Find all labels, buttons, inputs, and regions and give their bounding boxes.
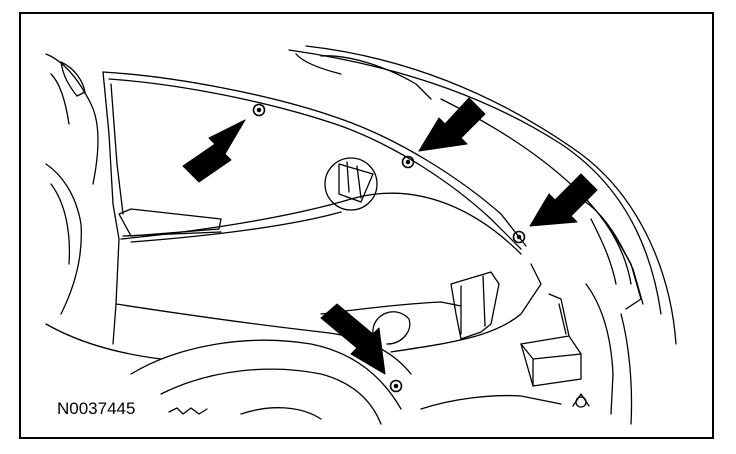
outer-arch-line-2: [305, 45, 677, 345]
lower-bracket-2: [460, 275, 486, 335]
lower-right-post: [548, 293, 570, 337]
lower-right-box-2: [520, 343, 582, 387]
access-hole: [324, 157, 378, 211]
fastener-1: [252, 103, 266, 117]
arrow-icon: [320, 303, 386, 375]
panel-diagonal: [120, 192, 522, 255]
lower-panel-line-2: [390, 263, 542, 353]
lower-circle-cutout: [372, 311, 411, 345]
left-bottom-curve: [45, 323, 162, 360]
left-lower-curve: [45, 163, 82, 315]
wheel-curve-3: [240, 407, 322, 420]
wheel-curve: [130, 339, 402, 410]
panel-top-edge-2: [108, 78, 522, 250]
arch-rib: [295, 53, 342, 75]
lower-right-box: [520, 335, 582, 387]
wheel-zigzag: [168, 407, 208, 415]
fastener-3: [512, 230, 526, 244]
lower-bracket: [450, 271, 500, 340]
arrow-icon: [418, 97, 486, 152]
trim-panel-illustration: [45, 45, 677, 425]
left-lower-curve-2: [50, 183, 71, 265]
access-hole-inner: [338, 163, 374, 203]
right-vertical-edge: [585, 283, 614, 415]
flange-detail-2: [590, 218, 617, 285]
arch-edge-flange: [580, 198, 644, 305]
arch-inner-curve: [320, 55, 432, 100]
left-body-piece: [60, 61, 86, 97]
panel-inner-bracket: [118, 208, 222, 237]
right-vertical-edge-2: [620, 313, 633, 425]
flange-detail: [610, 228, 642, 310]
right-bolt-detail: [572, 393, 590, 407]
wheel-curve-2: [160, 368, 382, 425]
left-body-curve: [45, 53, 99, 185]
arrow-icon: [182, 119, 246, 183]
figure-reference-code: N0037445: [57, 399, 136, 418]
fastener-4: [389, 379, 403, 393]
outer-arch-line: [288, 49, 662, 315]
lower-edge-wave: [420, 394, 562, 410]
access-hole-inner-2: [346, 161, 362, 199]
arrow-icon: [529, 173, 598, 227]
figure-frame: N0037445: [19, 12, 714, 439]
panel-lower-edge: [115, 303, 412, 375]
panel-left-edge: [102, 71, 120, 345]
panel-inner-bracket-2: [122, 231, 222, 237]
left-body-curve-2: [50, 73, 70, 125]
fastener-2: [401, 155, 415, 169]
panel-left-fold: [110, 83, 124, 215]
panel-diagonal-2: [130, 211, 342, 243]
panel-top-edge: [102, 71, 527, 247]
